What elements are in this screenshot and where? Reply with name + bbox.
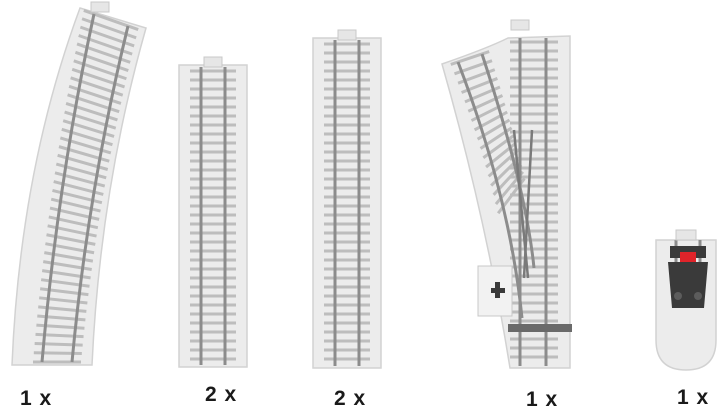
curved-track-piece	[0, 0, 160, 370]
quantity-label-straight-short: 2 x	[205, 383, 238, 406]
switch-track-piece	[438, 18, 583, 370]
straight-track-short-piece	[178, 55, 248, 370]
quantity-label-curved: 1 x	[20, 387, 53, 410]
buffer-stop-piece	[650, 222, 720, 372]
straight-long-graphic	[312, 29, 382, 369]
sleeper	[33, 351, 82, 356]
quantity-label-buffer-stop: 1 x	[677, 386, 710, 409]
quantity-label-straight-long: 2 x	[334, 387, 367, 410]
curved-track-graphic	[11, 1, 147, 366]
quantity-label-switch: 1 x	[526, 388, 559, 411]
buffer-stop-graphic	[655, 229, 717, 371]
switch-graphic	[441, 19, 572, 369]
straight-track-long-piece	[312, 28, 382, 370]
sleeper	[450, 50, 490, 66]
sleeper	[34, 342, 83, 347]
straight-short-graphic	[178, 56, 248, 368]
